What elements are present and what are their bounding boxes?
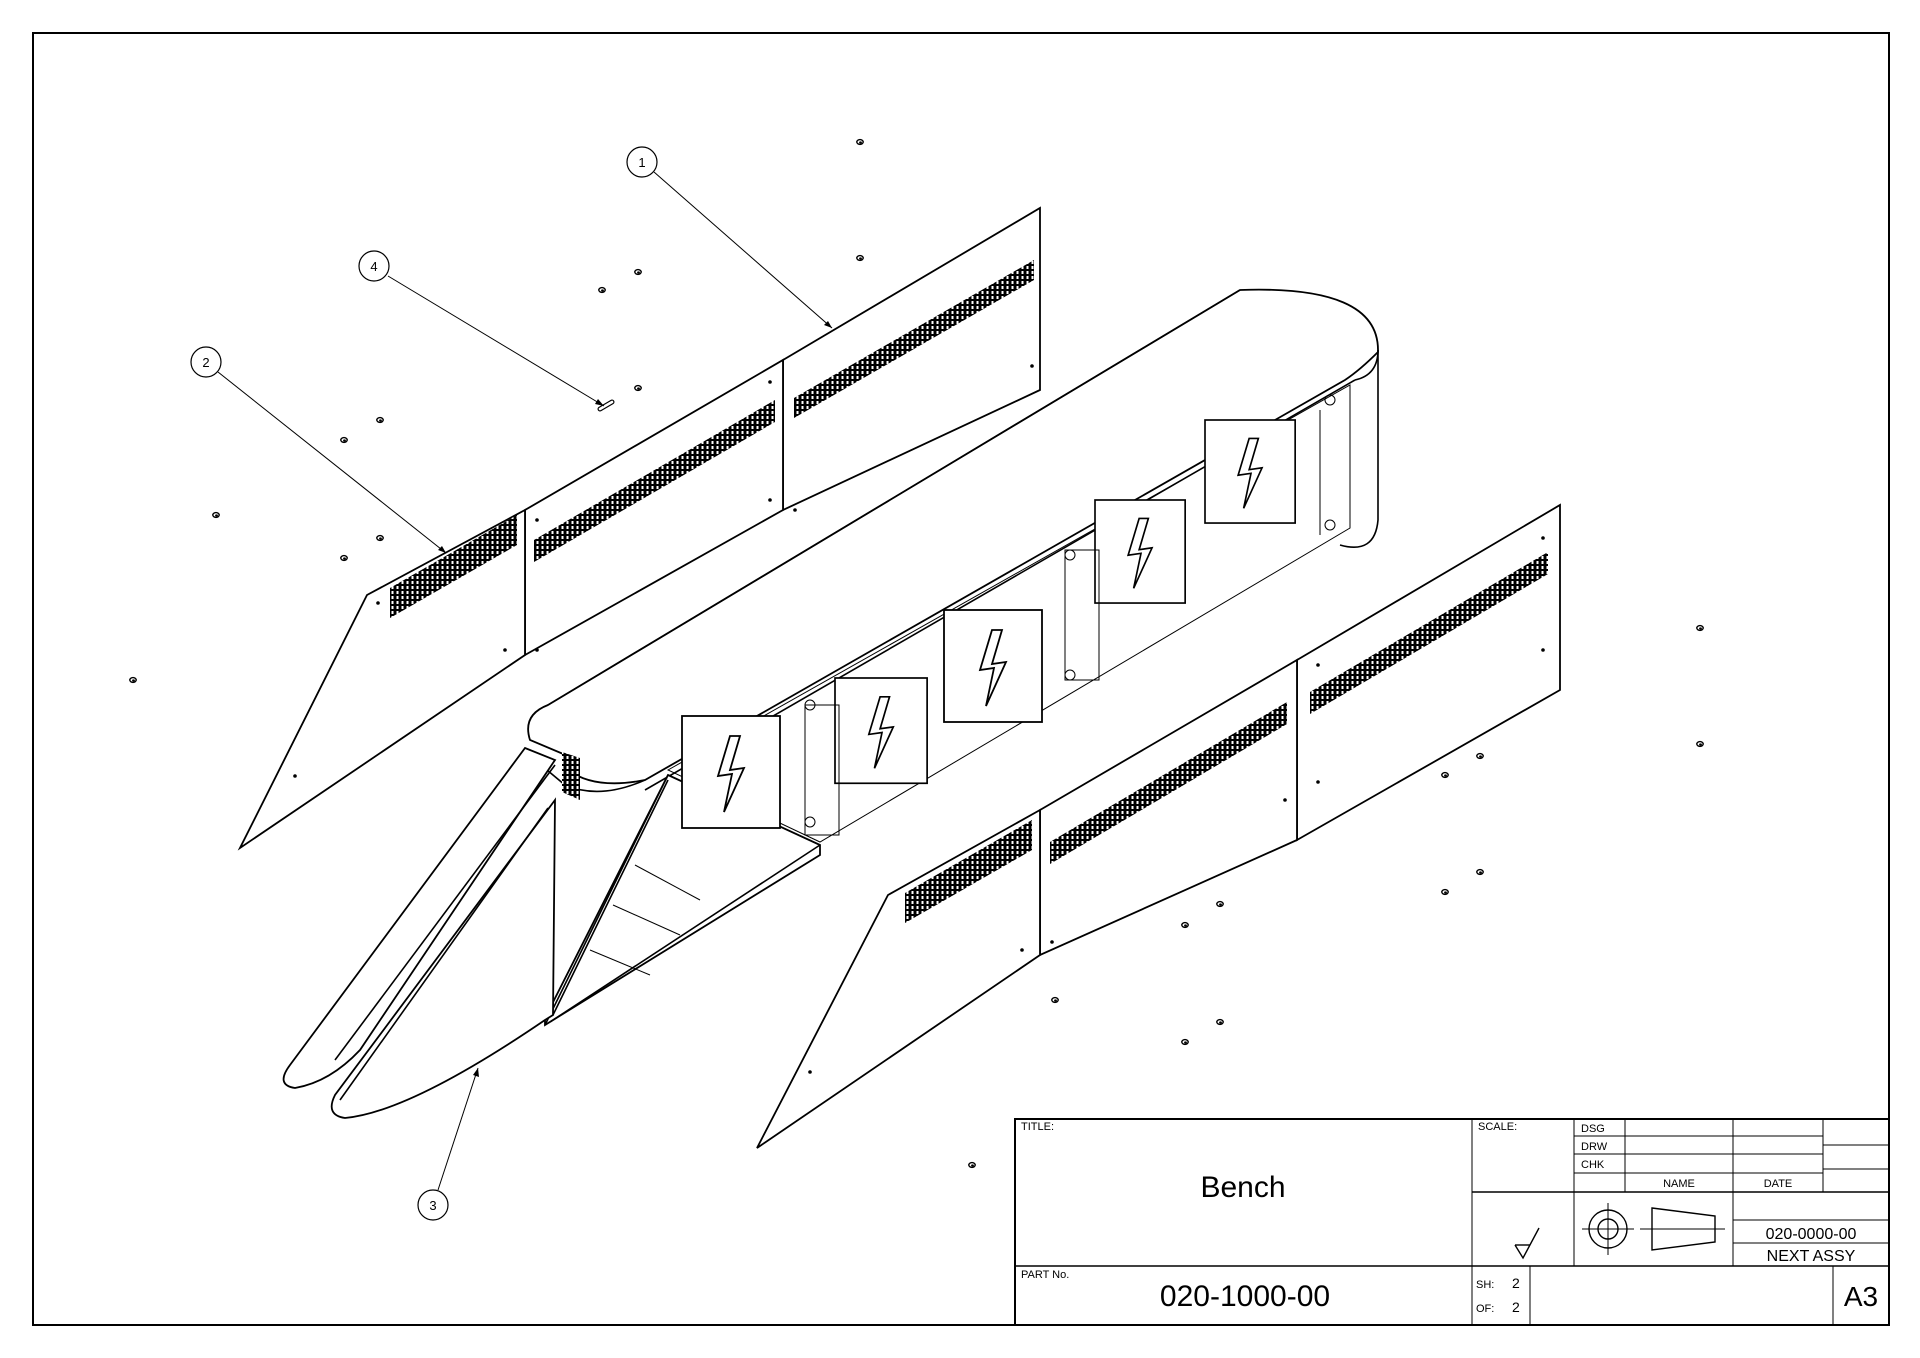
item-balloon-1: 1 — [626, 146, 833, 329]
of-value: 2 — [1512, 1299, 1520, 1315]
title-label: TITLE: — [1021, 1121, 1054, 1133]
balloon-label-3: 3 — [429, 1198, 436, 1213]
assembly-view: 1 4 2 3 — [129, 138, 1704, 1221]
item-balloon-4: 4 — [358, 250, 605, 407]
item-balloon-3: 3 — [417, 1067, 479, 1221]
part-no-label: PART No. — [1021, 1269, 1069, 1281]
sheet-size: A3 — [1844, 1281, 1878, 1312]
bench-body — [282, 288, 1379, 1119]
role-dsg: DSG — [1581, 1123, 1605, 1135]
first-angle-projection-symbol — [1582, 1203, 1725, 1255]
high-voltage-warning-icon-3 — [943, 609, 1043, 723]
role-drw: DRW — [1581, 1141, 1608, 1153]
high-voltage-warning-icon-1 — [681, 715, 781, 829]
front-side-panel-assembly — [756, 503, 1561, 1149]
next-assy-label: NEXT ASSY — [1767, 1248, 1856, 1265]
surface-finish-symbol — [1514, 1227, 1540, 1260]
high-voltage-warning-icon-4 — [1094, 499, 1186, 604]
of-label: OF: — [1476, 1303, 1494, 1315]
balloon-label-2: 2 — [202, 355, 209, 370]
drawing-border — [32, 32, 1890, 1326]
sheet-value: 2 — [1512, 1275, 1520, 1291]
balloon-label-1: 1 — [638, 155, 645, 170]
date-header: DATE — [1764, 1178, 1793, 1190]
title-block: TITLE: Bench SCALE: DSG DRW CHK NAME DAT… — [1014, 1118, 1890, 1326]
high-voltage-warning-icon-5 — [1204, 419, 1296, 524]
next-assy-number: 020-0000-00 — [1766, 1226, 1857, 1243]
rear-side-panel-assembly — [237, 206, 1041, 851]
name-header: NAME — [1663, 1178, 1695, 1190]
scale-label: SCALE: — [1478, 1121, 1517, 1133]
item-balloon-2: 2 — [190, 346, 447, 554]
part-number: 020-1000-00 — [1160, 1280, 1330, 1313]
drawing-title: Bench — [1200, 1171, 1285, 1204]
sheet-label: SH: — [1476, 1279, 1494, 1291]
high-voltage-warning-icon-2 — [834, 677, 928, 785]
balloon-label-4: 4 — [370, 259, 377, 274]
role-chk: CHK — [1581, 1159, 1605, 1171]
